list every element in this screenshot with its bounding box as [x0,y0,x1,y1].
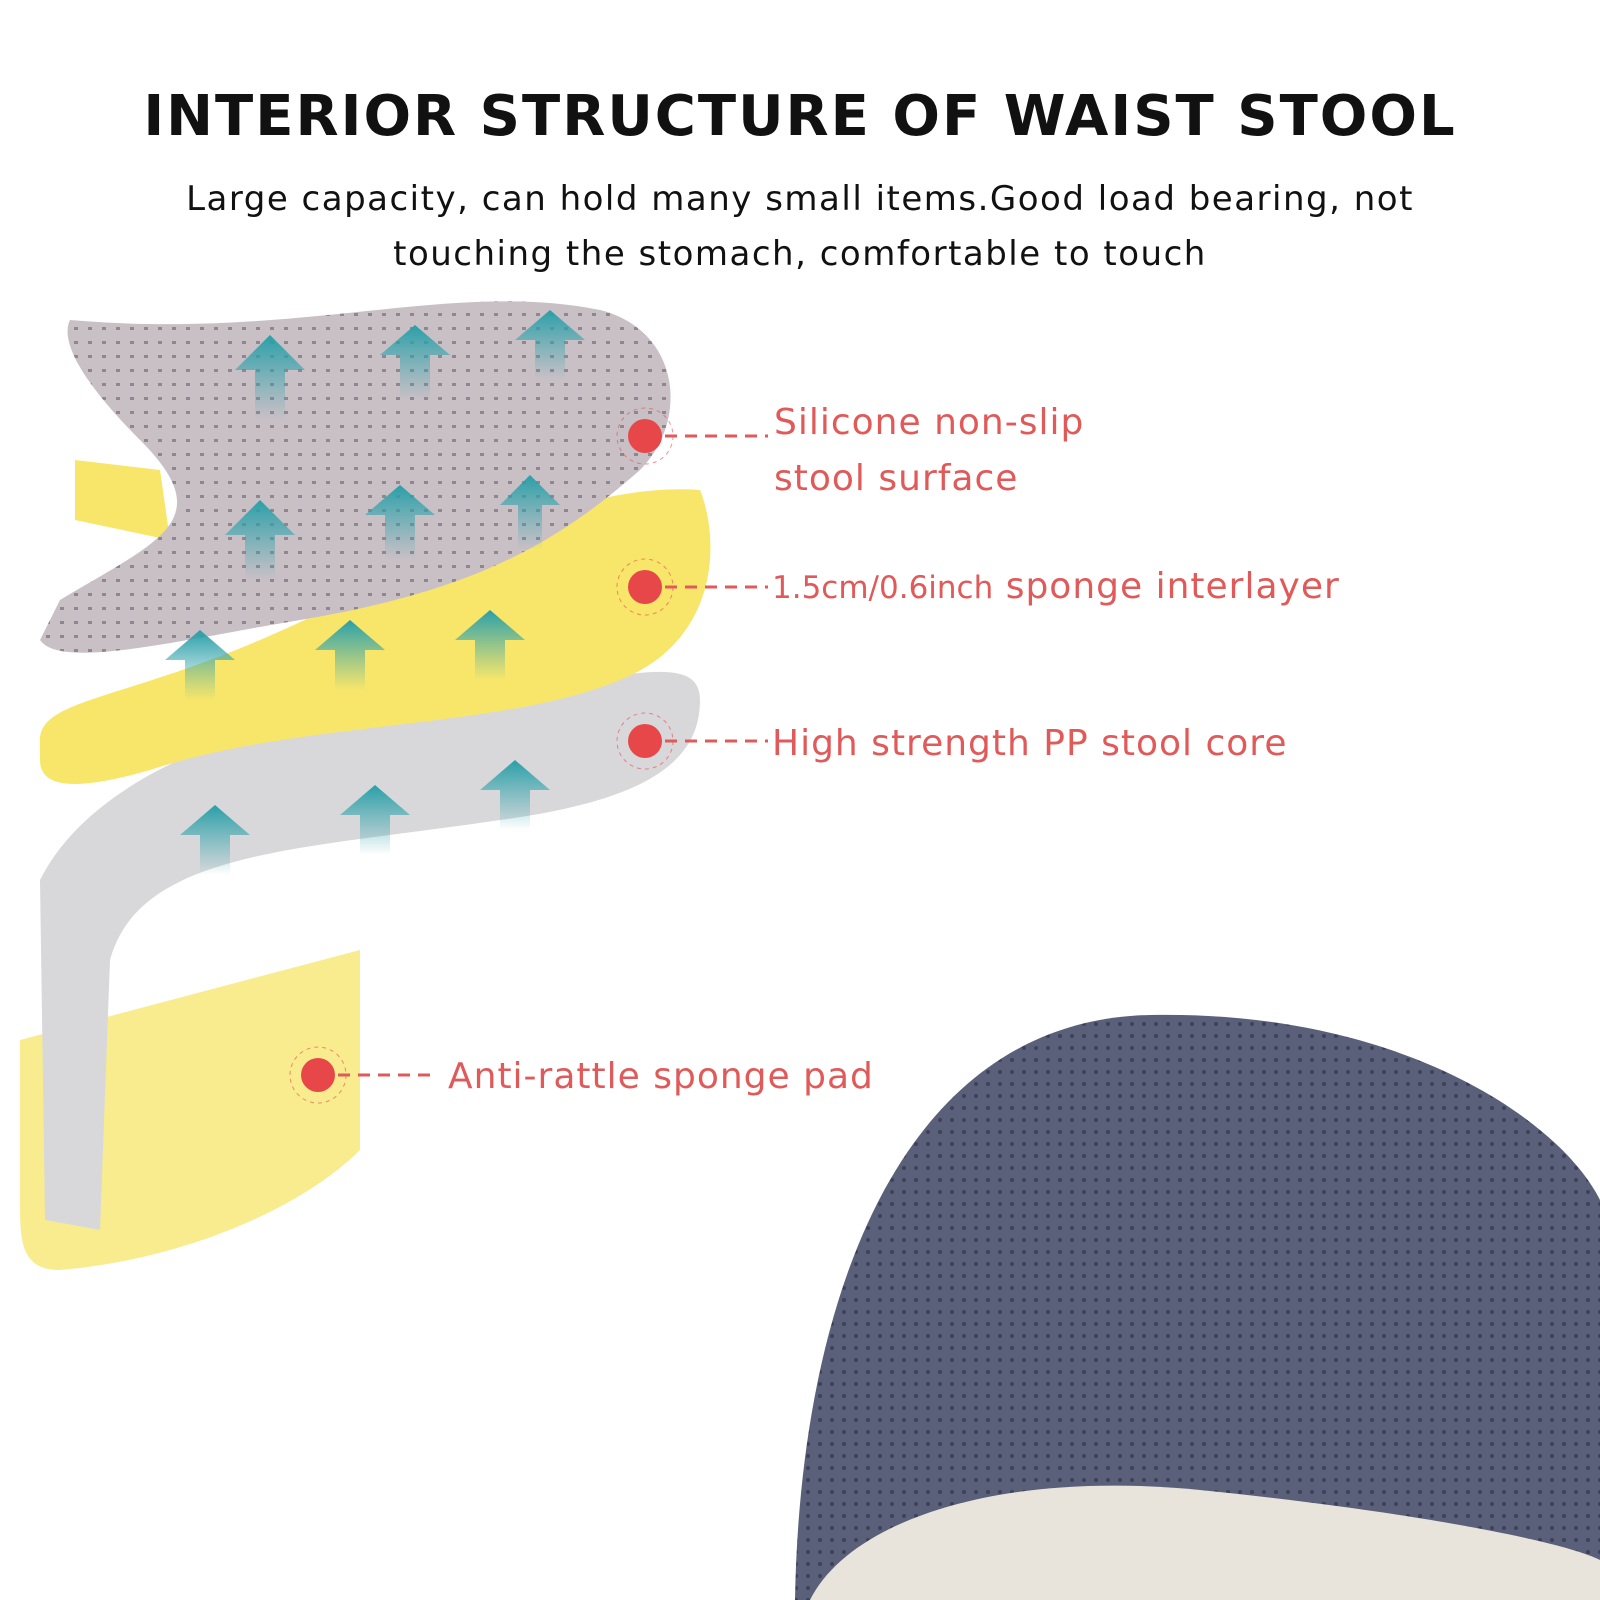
pp-core [40,671,700,1230]
callout-text: sponge interlayer [993,566,1340,607]
airflow-arrows [165,310,585,875]
silicone-surface [40,301,671,653]
sponge-interlayer-back [75,460,170,540]
callout-silicone-surface: Silicone non-slip stool surface [774,395,1084,507]
arrow-icon [515,310,585,380]
arrow-icon [235,335,305,420]
arrow-icon [455,610,525,680]
callout-lines [338,434,768,1077]
subtitle-line-2: touching the stomach, comfortable to tou… [393,234,1207,274]
arrow-icon [225,500,295,580]
callout-text: Silicone non-slip [774,402,1085,443]
arrow-icon [480,760,550,830]
arrow-icon [180,805,250,875]
arrow-icon [340,785,410,855]
arrow-icon [500,475,560,550]
callout-anti-rattle-pad: Anti-rattle sponge pad [448,1056,874,1097]
subtitle-line-1: Large capacity, can hold many small item… [186,179,1414,219]
arrow-icon [365,485,435,560]
subtitle: Large capacity, can hold many small item… [0,172,1600,282]
cushion-base [810,1485,1600,1600]
callout-text: stool surface [774,458,1019,499]
marker-sponge [628,570,662,604]
sponge-interlayer [40,489,711,784]
page-title: INTERIOR STRUCTURE OF WAIST STOOL [143,84,1457,149]
marker-surface [628,419,662,453]
arrow-icon [165,630,235,700]
stool-cushion [795,1014,1600,1600]
thickness-value: 1.5cm/0.6inch [772,570,994,606]
callout-pp-core: High strength PP stool core [772,723,1288,764]
callout-sponge-interlayer: 1.5cm/0.6inch sponge interlayer [772,559,1340,616]
arrow-icon [380,325,450,400]
marker-pad [301,1058,335,1092]
marker-core [628,724,662,758]
arrow-icon [315,620,385,690]
